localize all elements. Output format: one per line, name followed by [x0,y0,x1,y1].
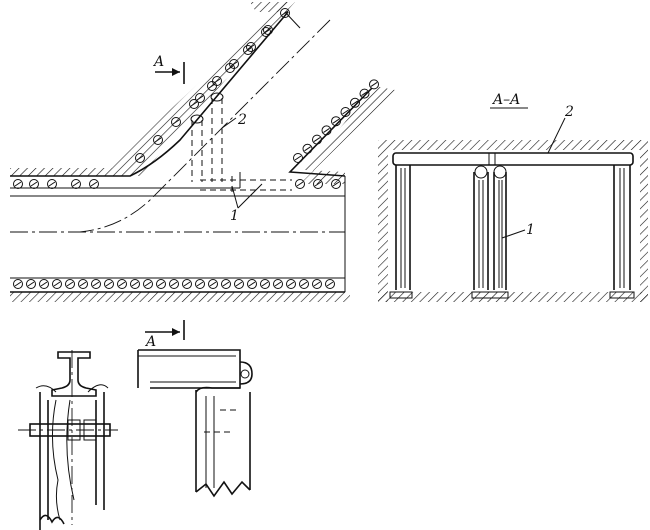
bolt [104,279,114,289]
callout-2-leader [221,117,237,129]
post-body [195,390,251,492]
section-callout-2: 2 [564,104,574,120]
bolt [263,25,273,35]
bolt [359,88,370,99]
bolt [207,81,217,91]
bolt [243,45,253,55]
section-callout-1: 1 [526,222,535,238]
right-leg [613,165,631,290]
bolt [169,279,179,289]
bolt [208,279,218,289]
bolt [293,153,303,163]
bolt [189,99,199,109]
bolt [39,279,49,289]
bolt [182,279,192,289]
bolt [71,179,81,189]
section-marker-bottom: A [144,334,156,350]
bolt [65,279,75,289]
bolt [29,179,39,189]
rail-timber-detail [18,350,118,530]
bolt [47,179,57,189]
top-beam [392,152,634,166]
rail-profile [51,351,97,397]
section-callout-1-leader [501,229,526,239]
bolt [91,279,101,289]
bolt [247,279,257,289]
bolt [229,59,239,69]
left-branch-wall [10,11,289,177]
middle-legs [473,172,507,290]
plan-callout-1: 1 [230,208,239,224]
callout-1-leader [231,183,263,209]
bolt [286,279,296,289]
bolt [156,279,166,289]
bolt [153,135,163,145]
bolt [117,279,127,289]
bolt [302,143,313,154]
timber-post [39,392,105,530]
section-callout-2-leader [547,117,566,154]
left-leg [395,165,411,290]
bolt [340,107,351,117]
bolt [312,134,322,145]
bolt [135,153,145,163]
bolt [78,279,88,289]
bolt [280,8,290,18]
bolt [13,179,23,189]
bolt [321,125,332,136]
bolt [299,279,309,289]
section-marker-top: A [152,54,164,70]
bolt [312,279,322,289]
bolt [130,279,140,289]
bolt [143,279,153,289]
anchor-bolts [13,8,379,289]
bolt [350,97,360,108]
bolt [295,179,305,189]
bolt [325,279,335,289]
bolt [369,79,379,90]
bolt [13,279,23,289]
bolt [260,279,270,289]
branch-centerline [79,19,331,233]
bolt [331,179,341,189]
bolt [273,279,283,289]
bolt [52,279,62,289]
bolt [195,93,205,103]
bolt [221,279,231,289]
bolt [89,179,99,189]
bolt [234,279,244,289]
bolt [26,279,36,289]
beam-hook-detail: A [137,320,253,498]
bolt [313,179,323,189]
post-cut-end [195,480,251,498]
beam-hook [239,361,253,385]
bolt [171,117,181,127]
bolt [195,279,205,289]
plan-rock-hatching [10,2,395,302]
bolt [212,76,222,86]
branch-top-edge [284,11,301,29]
plan-callout-2: 2 [237,112,247,128]
bolt [246,42,256,52]
plan-view: 2 1 A [10,2,395,302]
section-view: A–A 2 1 [378,92,648,302]
section-title: A–A [491,92,520,108]
bolt [261,27,271,37]
bolt [331,116,341,127]
